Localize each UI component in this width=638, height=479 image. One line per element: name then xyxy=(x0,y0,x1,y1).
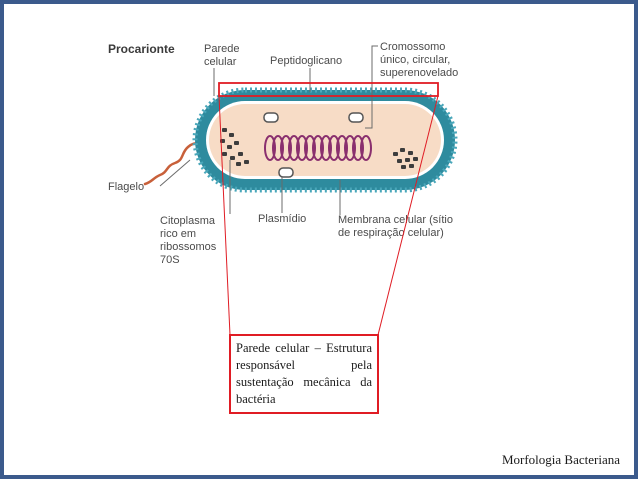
label-citoplasma-line4: 70S xyxy=(160,254,180,266)
cell-wall-callout: Parede celular – Estrutura responsável p… xyxy=(229,334,379,414)
callout-text: Parede celular – Estrutura responsável p… xyxy=(236,341,372,406)
ribosomes-right xyxy=(393,148,418,169)
highlight-connector-left xyxy=(218,95,231,336)
label-citoplasma-line2: rico em xyxy=(160,228,196,240)
diagram-title: Procarionte xyxy=(108,42,175,56)
label-flagelo: Flagelo xyxy=(108,181,144,193)
label-membrana-line1: Membrana celular (sítio xyxy=(338,214,453,226)
plasmid xyxy=(348,112,364,123)
cytoplasm xyxy=(209,104,441,176)
label-plasmidio: Plasmídio xyxy=(258,213,306,225)
plasmid xyxy=(278,167,294,178)
chromosome-coil xyxy=(264,135,372,161)
leader-lines xyxy=(159,45,378,215)
label-cromossomo-line2: único, circular, xyxy=(380,54,450,66)
label-peptidoglicano: Peptidoglicano xyxy=(270,55,342,67)
highlight-connector-right xyxy=(377,95,439,336)
label-parede-line2: celular xyxy=(204,56,237,68)
label-cromossomo-line1: Cromossomo xyxy=(380,41,445,53)
label-parede-line1: Parede xyxy=(204,43,239,55)
label-cromossomo-line3: superenovelado xyxy=(380,67,458,79)
cell-wall-highlight xyxy=(218,82,439,97)
label-membrana-line2: de respiração celular) xyxy=(338,227,444,239)
label-citoplasma-line1: Citoplasma xyxy=(160,215,216,227)
plasmid xyxy=(263,112,279,123)
plasmids xyxy=(263,112,364,178)
cell-wall xyxy=(192,87,458,193)
slide-footer: Morfologia Bacteriana xyxy=(501,452,620,467)
label-citoplasma-line3: ribossomos xyxy=(160,241,217,253)
